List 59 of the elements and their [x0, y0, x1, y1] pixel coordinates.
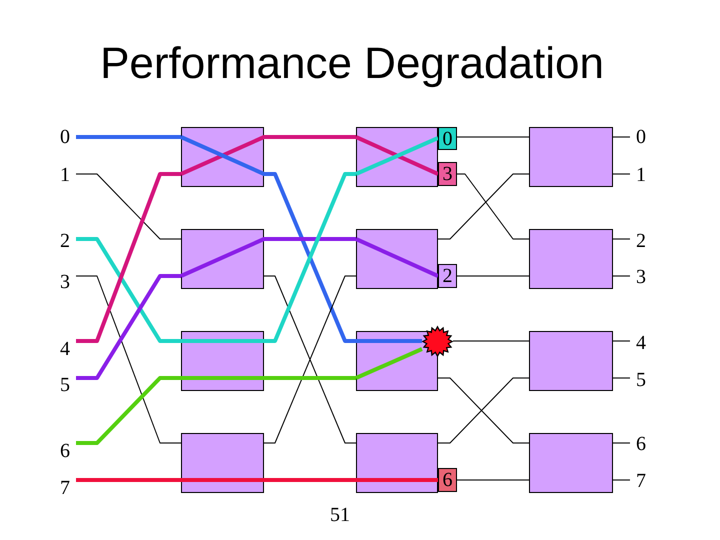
wire-line — [438, 174, 530, 240]
output-number: 0 — [630, 125, 652, 149]
route-line — [356, 478, 438, 482]
wire-line — [612, 340, 630, 342]
route-line — [355, 237, 439, 278]
output-number: 3 — [630, 265, 652, 289]
collision-starburst — [422, 326, 453, 357]
route-line — [180, 237, 356, 278]
wire-line — [612, 442, 630, 444]
destination-tag: 3 — [438, 162, 457, 186]
wire-line — [612, 238, 630, 240]
route-line — [76, 274, 181, 380]
switch-box — [181, 433, 264, 493]
switch-box — [529, 229, 613, 289]
title: Performance Degradation — [100, 38, 604, 90]
input-number: 2 — [54, 229, 76, 253]
switch-box — [356, 433, 438, 493]
route-line — [180, 135, 356, 343]
output-number: 5 — [630, 368, 652, 392]
input-number: 5 — [54, 373, 76, 397]
page-number: 51 — [329, 503, 351, 527]
destination-tag: 0 — [438, 127, 457, 150]
output-number: 6 — [630, 432, 652, 456]
route-line — [76, 478, 181, 482]
input-number: 6 — [54, 439, 76, 463]
output-number: 4 — [630, 331, 652, 355]
destination-tag: 2 — [438, 264, 457, 288]
output-number: 1 — [630, 163, 652, 187]
route-line — [76, 135, 181, 139]
crossing-wires — [438, 378, 530, 444]
input-number: 0 — [54, 125, 76, 149]
route-line — [355, 347, 423, 380]
switch-box — [529, 127, 613, 187]
input-number: 1 — [54, 163, 76, 187]
input-number: 3 — [54, 270, 76, 294]
route-line — [76, 172, 181, 343]
switch-box — [529, 433, 613, 493]
wire-line — [456, 136, 530, 138]
route-line — [180, 135, 356, 176]
wire-line — [76, 174, 182, 240]
switch-box — [181, 229, 264, 289]
destination-tag: 6 — [438, 468, 457, 492]
route-line — [76, 376, 181, 445]
wire-line — [76, 276, 182, 444]
input-number: 7 — [54, 476, 76, 500]
route-line — [356, 339, 422, 343]
switch-box — [529, 331, 613, 391]
route-line — [181, 478, 356, 482]
route-line — [181, 172, 356, 343]
wire-line — [612, 136, 630, 138]
wire-line — [452, 340, 530, 342]
route-line — [76, 237, 181, 343]
output-number: 7 — [630, 469, 652, 493]
wire-line — [456, 174, 530, 240]
route-line — [181, 376, 356, 380]
switch-box — [356, 229, 438, 289]
crossing-wires — [264, 276, 356, 444]
input-number: 4 — [54, 337, 76, 361]
output-number: 2 — [630, 229, 652, 253]
